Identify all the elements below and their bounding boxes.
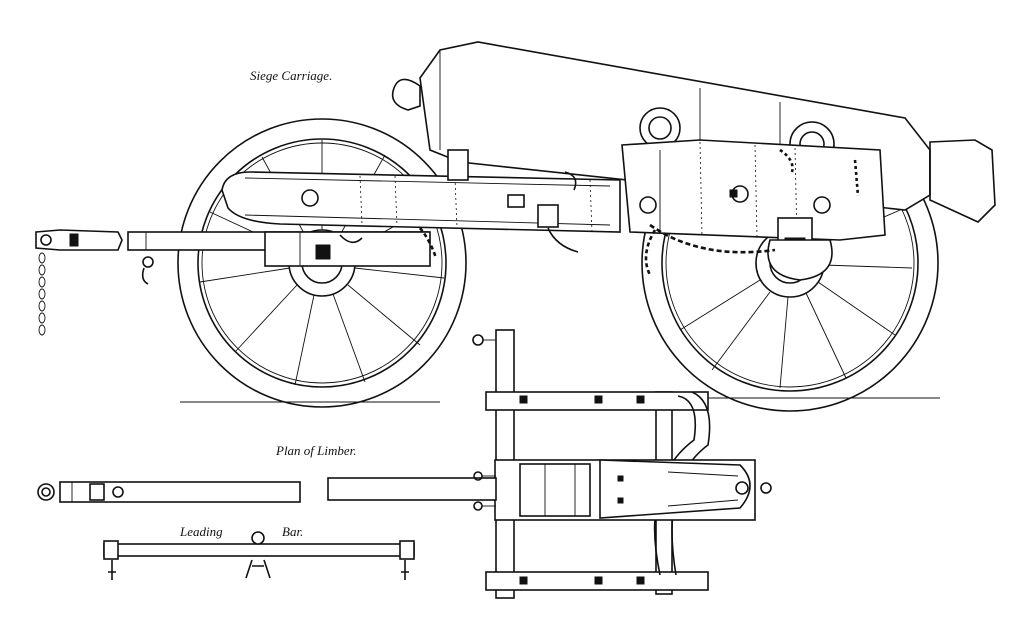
caption-siege-carriage: Siege Carriage. [250,68,333,83]
caption-leading: Leading [180,524,223,539]
caption-plan-of-limber: Plan of Limber. [276,443,357,458]
fittings [537,171,657,253]
leading-bar [103,531,415,580]
limber-plan [327,329,772,599]
pole-plan [37,481,301,503]
carriage-block [621,139,886,281]
front-wheel-spokes [679,209,913,389]
caption-bar: Bar. [282,524,304,539]
limber-pole-side [35,229,431,285]
chains [38,148,860,336]
carriage-trail [221,149,621,233]
